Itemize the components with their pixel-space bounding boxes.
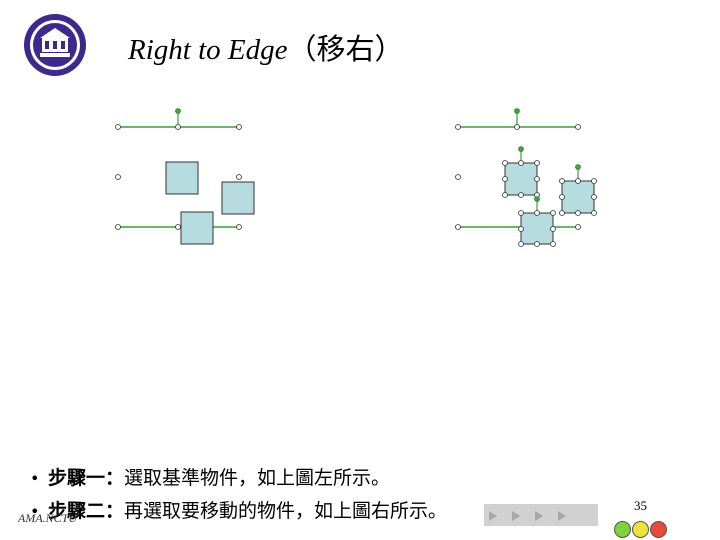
bullet-item: • 步驟一： 選取基準物件，如上圖左所示。 [30,462,447,495]
nav-last-icon[interactable] [558,511,567,521]
page-title: Right to Edge（移右） [128,26,404,68]
selection-handle[interactable] [236,124,242,130]
selection-handle[interactable] [455,124,461,130]
selection-handle[interactable] [575,224,581,230]
selection-handle[interactable] [115,224,121,230]
slide-nav-bar [484,504,598,526]
bullet-item: • 步驟二： 再選取要移動的物件，如上圖右所示。 [30,495,447,528]
bullet-dot-icon: • [30,502,40,521]
nav-prev-icon[interactable] [512,511,521,521]
rotate-handle-icon[interactable] [518,146,524,152]
traffic-lights [612,519,688,539]
nav-first-icon[interactable] [489,511,497,521]
rotate-handle-icon[interactable] [575,164,581,170]
rotate-handle-icon[interactable] [534,196,540,202]
square-shape[interactable] [561,180,595,214]
selection-handle[interactable] [455,224,461,230]
rotate-handle-icon[interactable] [514,108,520,114]
left-diagram [115,108,255,245]
selection-handle[interactable] [115,174,121,180]
selection-handle[interactable] [175,224,181,230]
selection-handle[interactable] [236,224,242,230]
bullet-text: 再選取要移動的物件，如上圖右所示。 [124,500,448,522]
selection-handle[interactable] [115,124,121,130]
square-shape[interactable] [180,211,214,245]
bullet-step: 步驟二： [48,500,125,522]
university-seal-icon [24,14,86,76]
bullet-list: • 步驟一： 選取基準物件，如上圖左所示。 • 步驟二： 再選取要移動的物件，如… [30,462,447,528]
selection-handle[interactable] [455,174,461,180]
footer-author: AMA.NCTU [18,511,78,525]
red-light-icon[interactable] [650,521,667,538]
bullet-dot-icon: • [30,469,40,488]
green-light-icon[interactable] [614,521,631,538]
selection-handle[interactable] [575,124,581,130]
square-shape[interactable] [221,181,255,215]
page-number: 35 [634,498,647,513]
yellow-light-icon[interactable] [632,521,649,538]
bullet-text: 選取基準物件，如上圖左所示。 [124,467,391,489]
title-paren: （移右） [287,32,404,66]
selection-handle[interactable] [175,124,181,130]
selection-handle[interactable] [236,174,242,180]
selection-handle[interactable] [514,124,520,130]
square-shape[interactable] [520,212,554,245]
title-text: Right to Edge [128,34,288,66]
rotate-handle-icon[interactable] [175,108,181,114]
nav-next-icon[interactable] [535,511,544,521]
bullet-step: 步驟一： [48,467,125,489]
square-shape[interactable] [165,161,199,195]
right-diagram [455,108,597,247]
square-shape[interactable] [504,162,538,196]
